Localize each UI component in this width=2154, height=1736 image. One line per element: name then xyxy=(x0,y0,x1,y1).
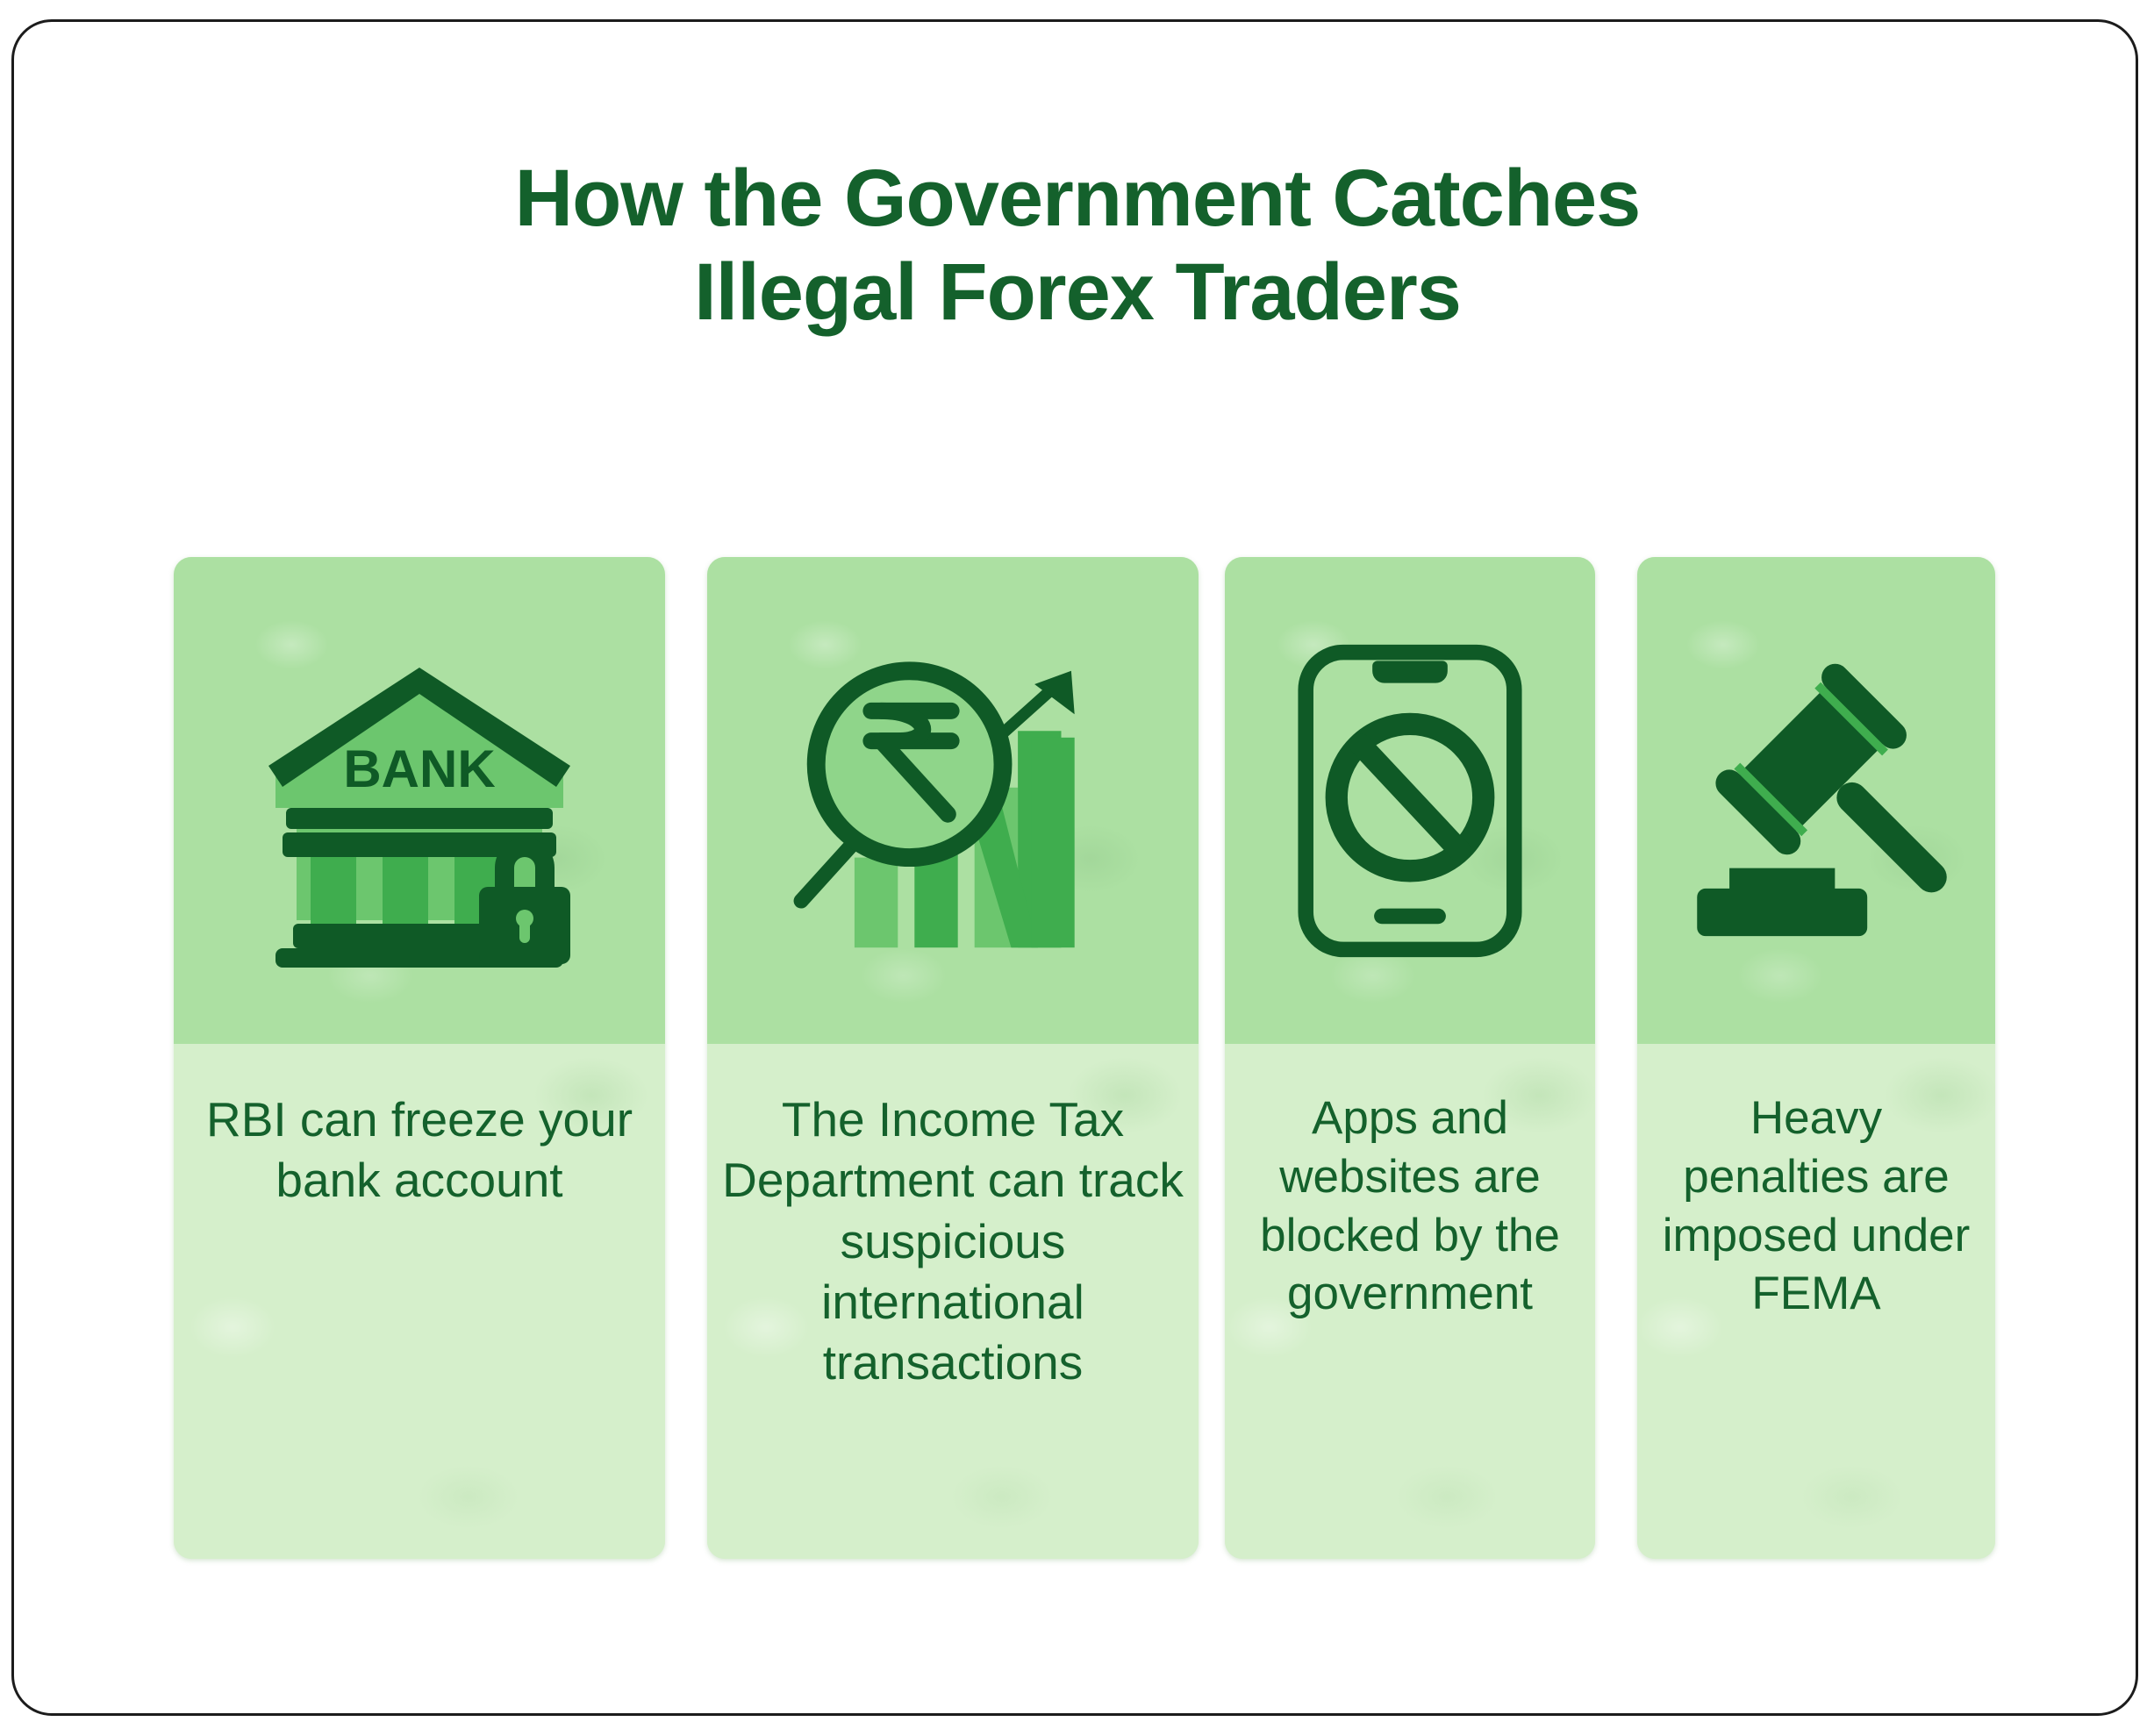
card-apps-blocked: Apps and websites are blocked by the gov… xyxy=(1225,557,1595,1559)
card-income-tax-tracking: The Income Tax Department can track susp… xyxy=(707,557,1199,1559)
phone-blocked-icon xyxy=(1225,557,1595,1044)
card-text-panel: The Income Tax Department can track susp… xyxy=(707,1044,1199,1559)
card-grid: BANK xyxy=(174,557,1995,1559)
bank-icon-label: BANK xyxy=(343,739,495,798)
card-label: The Income Tax Department can track susp… xyxy=(722,1092,1184,1390)
page-title: How the Government Catches Illegal Forex… xyxy=(14,152,2141,339)
rupee-magnifier-chart-icon xyxy=(707,557,1199,1044)
page-title-line-1: How the Government Catches xyxy=(514,154,1642,243)
page-title-line-2: Illegal Forex Traders xyxy=(694,246,1462,337)
card-fema-penalties: Heavy penalties are imposed under FEMA xyxy=(1637,557,1995,1559)
bank-lock-icon: BANK xyxy=(174,557,665,1044)
card-text-panel: Heavy penalties are imposed under FEMA xyxy=(1637,1044,1995,1559)
card-label: Apps and websites are blocked by the gov… xyxy=(1260,1092,1560,1320)
card-label: Heavy penalties are imposed under FEMA xyxy=(1662,1092,1971,1320)
infographic-frame: How the Government Catches Illegal Forex… xyxy=(11,19,2138,1716)
gavel-icon xyxy=(1637,557,1995,1044)
card-text-panel: RBI can freeze your bank account xyxy=(174,1044,665,1559)
card-text-panel: Apps and websites are blocked by the gov… xyxy=(1225,1044,1595,1559)
card-rbi-freeze: BANK xyxy=(174,557,665,1559)
card-label: RBI can freeze your bank account xyxy=(205,1092,633,1208)
